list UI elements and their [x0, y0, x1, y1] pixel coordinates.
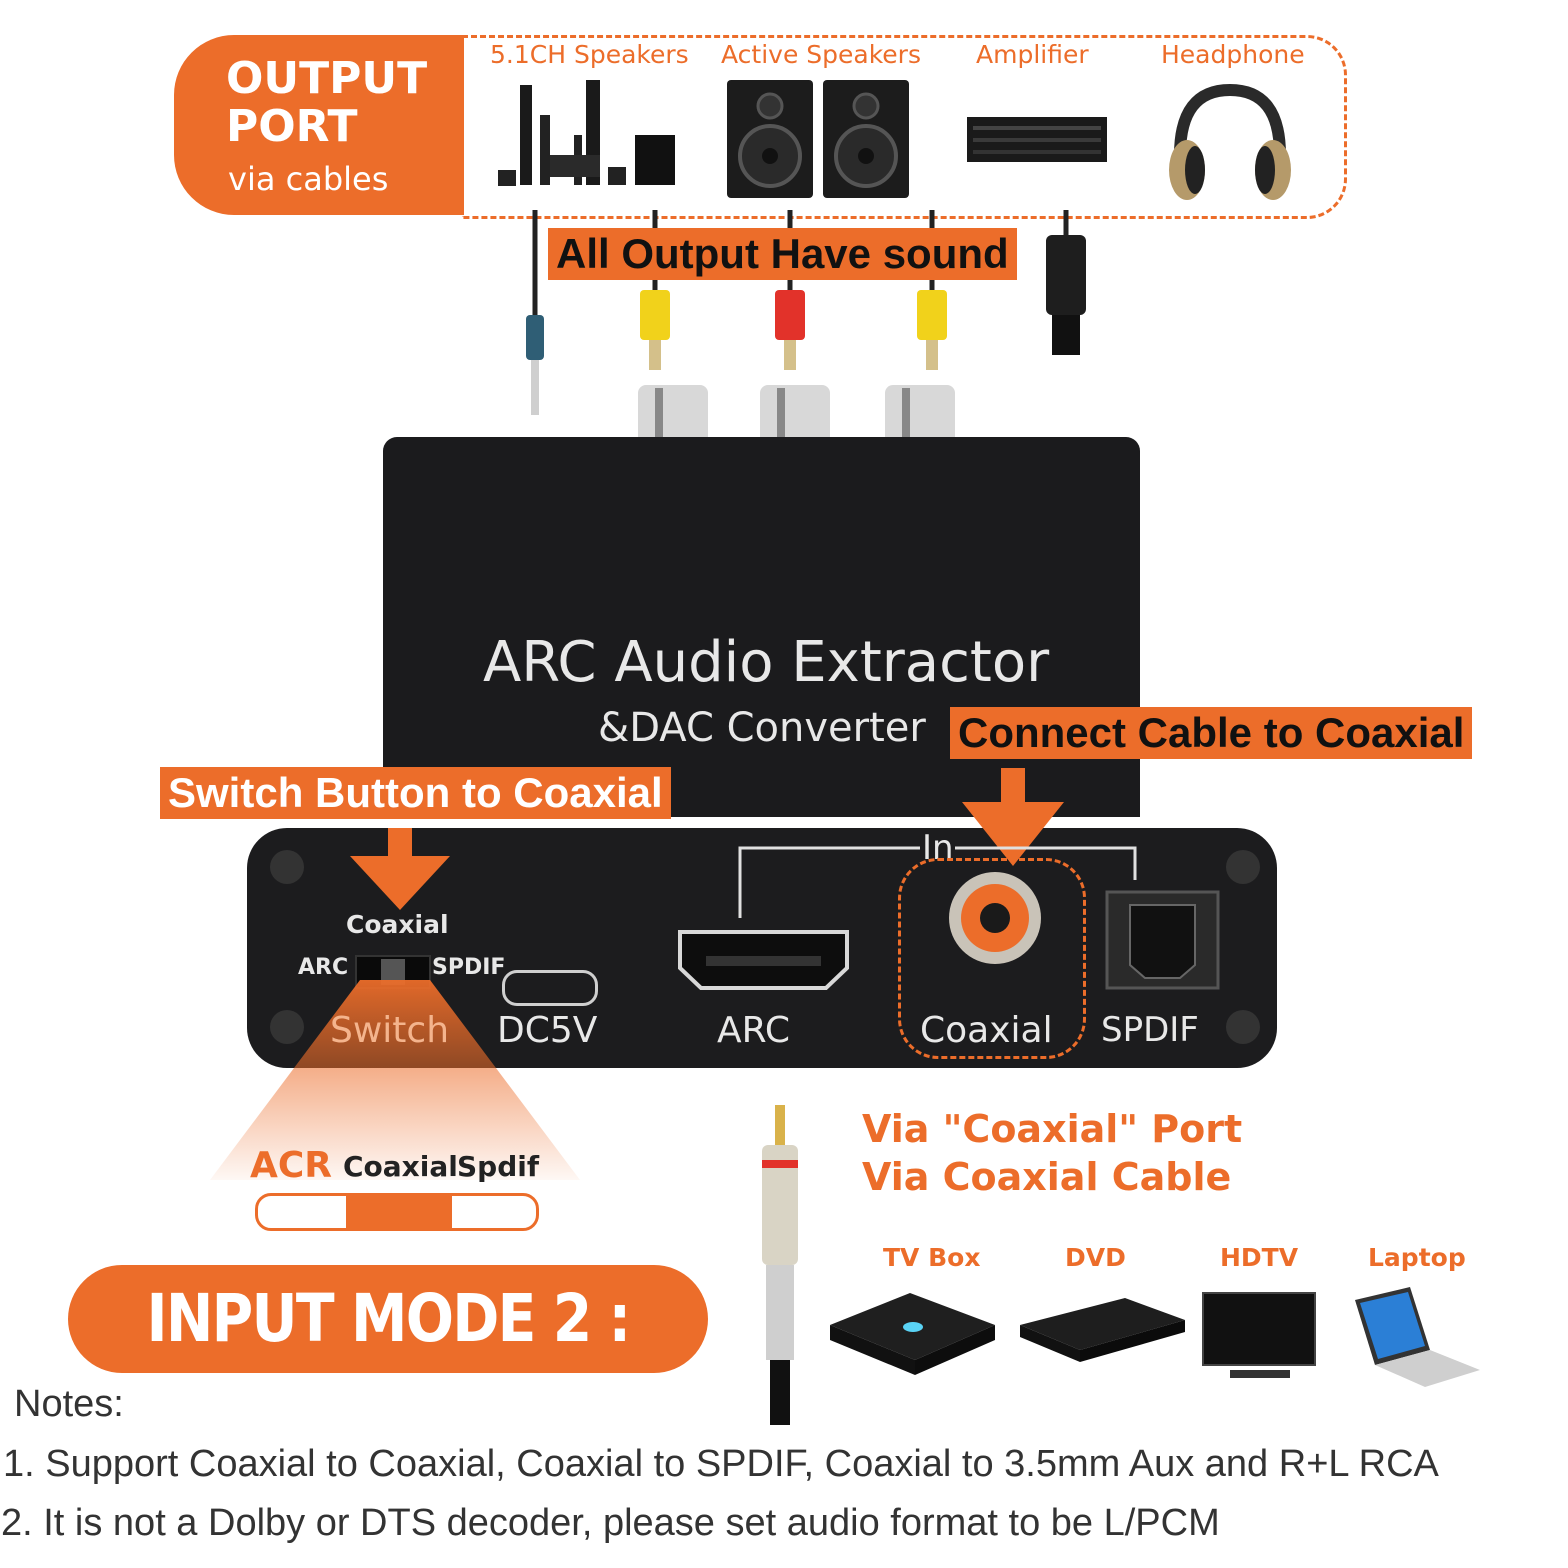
- home-theater-speakers-image: [498, 80, 675, 186]
- coaxial-arrow-icon: [962, 768, 1064, 866]
- dc5v-port[interactable]: [502, 970, 598, 1006]
- dvd-player-image: [1020, 1298, 1185, 1362]
- coaxial-port-label: Coaxial: [920, 1010, 1053, 1051]
- device-body: [383, 437, 1140, 817]
- output-devices-frame: [462, 35, 1347, 219]
- switch-acr-option: ACR: [250, 1145, 333, 1186]
- output-port-title: OUTPUT PORT: [226, 53, 428, 152]
- input-mode-banner: [68, 1265, 708, 1373]
- switch-spdif-option: Spdif: [457, 1150, 540, 1183]
- switch-arc-label: ARC: [298, 955, 349, 980]
- source-label-laptop: Laptop: [1368, 1243, 1466, 1272]
- spdif-optical-port[interactable]: [1105, 890, 1220, 990]
- hdtv-image: [1202, 1292, 1316, 1378]
- amplifier-image: [967, 117, 1107, 162]
- coaxial-input-port[interactable]: [945, 868, 1045, 968]
- device-label-active-speakers: Active Speakers: [721, 40, 921, 69]
- tv-box-image: [830, 1293, 995, 1375]
- coaxial-highlight-frame: [898, 858, 1086, 1059]
- output-port-panel: [174, 35, 464, 215]
- active-speakers-image: [727, 80, 909, 198]
- source-label-dvd: DVD: [1065, 1243, 1126, 1272]
- via-port-text: Via "Coaxial" Port: [862, 1107, 1243, 1151]
- dc5v-port-label: DC5V: [497, 1010, 598, 1051]
- device-label-51ch-speakers: 5.1CH Speakers: [490, 40, 689, 69]
- switch-port-label: Switch: [330, 1010, 450, 1051]
- arc-port-label: ARC: [717, 1010, 790, 1051]
- headphone-image: [1169, 83, 1291, 200]
- switch-coaxial-label: Coaxial: [346, 910, 449, 939]
- laptop-image: [1355, 1287, 1480, 1387]
- source-label-tv-box: TV Box: [883, 1243, 981, 1272]
- device-name: ARC Audio Extractor: [483, 630, 1050, 695]
- switch-position-indicator: [255, 1193, 539, 1231]
- connect-cable-callout: Connect Cable to Coaxial: [950, 707, 1473, 759]
- spdif-port-label: SPDIF: [1101, 1010, 1199, 1050]
- input-bracket: [738, 846, 1137, 918]
- note-item-2: 2. It is not a Dolby or DTS decoder, ple…: [1, 1502, 1220, 1544]
- all-output-callout: All Output Have sound: [548, 228, 1017, 280]
- panel-screws: [270, 850, 1260, 1044]
- output-cables-image: [526, 210, 1086, 415]
- rca-output-jacks: [638, 385, 955, 445]
- input-mode-title: INPUT MODE 2 : COAXIAL: [146, 1280, 631, 1465]
- coaxial-cable-image: [762, 1105, 798, 1425]
- notes-heading: Notes:: [14, 1383, 124, 1425]
- switch-button-callout: Switch Button to Coaxial: [160, 767, 671, 819]
- switch-arrow-icon: [350, 828, 450, 910]
- switch-coaxial-option: Coaxial: [343, 1150, 458, 1183]
- arc-hdmi-port[interactable]: [676, 928, 851, 993]
- device-label-amplifier: Amplifier: [976, 40, 1089, 69]
- source-label-hdtv: HDTV: [1220, 1243, 1299, 1272]
- switch-spotlight: [210, 980, 580, 1180]
- device-label-headphone: Headphone: [1161, 40, 1305, 69]
- device-subname: &DAC Converter: [598, 705, 926, 751]
- note-item-1: 1. Support Coaxial to Coaxial, Coaxial t…: [3, 1443, 1439, 1485]
- via-cable-text: Via Coaxial Cable: [862, 1155, 1232, 1199]
- switch-spdif-label: SPDIF: [432, 955, 506, 980]
- output-port-subtitle: via cables: [228, 160, 389, 198]
